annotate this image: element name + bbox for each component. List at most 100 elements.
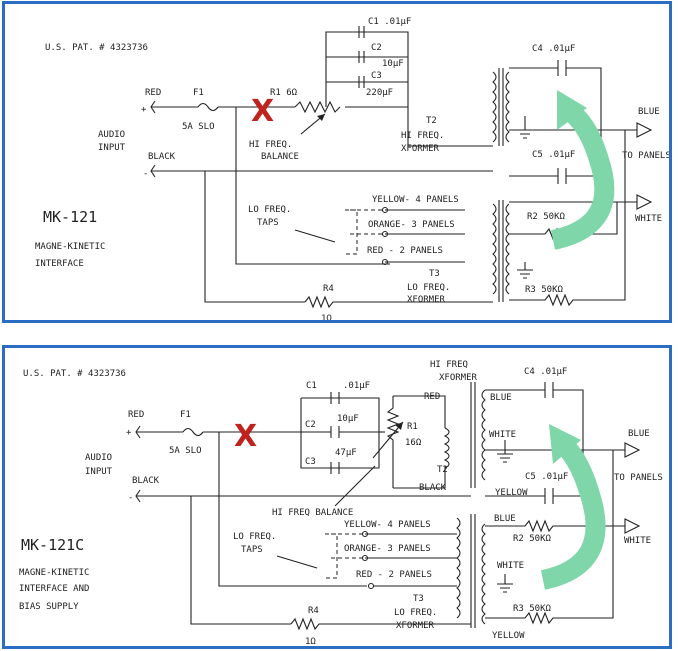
ground-icon bbox=[497, 440, 513, 463]
red-label: RED bbox=[128, 410, 144, 420]
audio-label-2: INPUT bbox=[98, 143, 126, 153]
t3-label-2: LO FREQ. bbox=[394, 608, 437, 618]
curved-arrow-icon bbox=[550, 104, 615, 250]
desc-line-1: MAGNE-KINETIC bbox=[19, 568, 89, 578]
black-input-terminal bbox=[150, 164, 167, 178]
taps-pointer bbox=[294, 229, 336, 243]
model-label: MK-121C bbox=[21, 536, 84, 554]
tap-lines bbox=[365, 533, 457, 587]
red-input-terminal bbox=[150, 100, 167, 114]
cap-c4 bbox=[557, 60, 567, 76]
c5-label: C5 .01µF bbox=[532, 150, 575, 160]
resistor-r4 bbox=[304, 295, 493, 309]
blue-label: BLUE bbox=[638, 107, 660, 117]
c4-label: C4 .01µF bbox=[532, 44, 575, 54]
black-label: BLACK bbox=[132, 476, 160, 486]
fuse-label: 5A SLO bbox=[169, 446, 202, 456]
red-input-terminal bbox=[135, 425, 152, 439]
c3-value: 47µF bbox=[335, 448, 357, 458]
t3-secondary-coil bbox=[481, 523, 486, 625]
black-label: BLACK bbox=[148, 152, 176, 162]
t2-primary-coil bbox=[492, 71, 497, 143]
orange-tap-label: ORANGE- 3 PANELS bbox=[344, 544, 431, 554]
hi-xformer-2: XFORMER bbox=[439, 373, 478, 383]
audio-label-1: AUDIO bbox=[85, 453, 112, 463]
t3-label-3: XFORMER bbox=[407, 295, 446, 305]
t3-secondary-coil bbox=[505, 203, 510, 295]
t2-label-3: XFORMER bbox=[401, 144, 440, 154]
t3-label-1: T3 bbox=[413, 594, 424, 604]
yellow-tap-label: YELLOW- 4 PANELS bbox=[344, 520, 431, 530]
t2-primary-coil bbox=[443, 427, 450, 469]
lo-taps-2: TAPS bbox=[241, 545, 263, 555]
white-terminal bbox=[624, 518, 641, 534]
hi-balance-1: HI FREQ. bbox=[249, 140, 292, 150]
resistor-r1 bbox=[386, 396, 400, 488]
c4-label: C4 .01µF bbox=[524, 367, 567, 377]
fuse-f1 bbox=[197, 102, 219, 112]
balance-arrow-head bbox=[395, 422, 403, 430]
ground-icon bbox=[517, 116, 533, 139]
c1-value: .01µF bbox=[343, 381, 370, 391]
r4-value: 1Ω bbox=[305, 637, 316, 647]
c2-value: 10µF bbox=[337, 414, 359, 424]
t2-core bbox=[470, 382, 476, 488]
r2-label: R2 50KΩ bbox=[513, 534, 552, 544]
blue-sec-label: BLUE bbox=[490, 393, 512, 403]
taps-pointer bbox=[276, 555, 318, 569]
audio-label-1: AUDIO bbox=[98, 130, 125, 140]
lo-taps-1: LO FREQ. bbox=[248, 205, 291, 215]
c4-wire bbox=[485, 389, 584, 450]
yellow-tap-label: YELLOW- 4 PANELS bbox=[372, 195, 459, 205]
orange-tap-node bbox=[381, 230, 389, 238]
yellow-lo-label: YELLOW bbox=[492, 631, 525, 641]
yellow-tap-node bbox=[361, 530, 369, 538]
orange-tap-node bbox=[361, 554, 369, 562]
c2-label: C2 bbox=[371, 43, 382, 53]
desc-line-2: INTERFACE bbox=[35, 259, 84, 269]
curved-arrow-icon bbox=[540, 438, 606, 590]
audio-label-2: INPUT bbox=[85, 467, 113, 477]
r1-value: 16Ω bbox=[405, 438, 422, 448]
c3-label: C3 bbox=[371, 71, 382, 81]
white-out-label: WHITE bbox=[624, 536, 651, 546]
t2-secondary-coil bbox=[481, 389, 486, 481]
resistor-r1 bbox=[294, 100, 341, 114]
t3-core bbox=[498, 200, 504, 302]
c2-label: C2 bbox=[305, 420, 316, 430]
t2-label-1: T2 bbox=[426, 116, 437, 126]
fuse-label: 5A SLO bbox=[182, 122, 215, 132]
balance-arrow-head bbox=[317, 114, 325, 121]
r3-label: R3 50KΩ bbox=[513, 604, 552, 614]
wire-to-t2 bbox=[407, 107, 493, 147]
schematic-panel-mk121c: U.S. PAT. # 4323736 MK-121C MAGNE-KINETI… bbox=[2, 345, 672, 649]
balance-pointer bbox=[334, 465, 376, 507]
to-panels-label: TO PANELS bbox=[622, 151, 671, 161]
white-sec-label: WHITE bbox=[489, 430, 516, 440]
c3-label: C3 bbox=[305, 457, 316, 467]
resistor-r2 bbox=[485, 519, 625, 533]
red-tap-label: RED - 2 PANELS bbox=[356, 570, 432, 580]
c1-label: C1 .01µF bbox=[368, 17, 411, 27]
t3-label-1: T3 bbox=[429, 269, 440, 279]
t2-core bbox=[498, 68, 504, 146]
r4-value: 1Ω bbox=[321, 314, 332, 323]
tap-dashed-lines bbox=[331, 533, 365, 559]
resistor-r3 bbox=[509, 130, 626, 307]
plus-label: + bbox=[141, 105, 147, 115]
lo-taps-1: LO FREQ. bbox=[233, 532, 276, 542]
resistor-r4 bbox=[290, 617, 471, 631]
c2-value: 10µF bbox=[382, 59, 404, 69]
wire-lo-feed bbox=[218, 432, 367, 587]
c3-value: 220µF bbox=[366, 88, 393, 98]
minus-label: - bbox=[143, 169, 148, 179]
f1-label: F1 bbox=[180, 410, 191, 420]
blue-terminal bbox=[624, 442, 641, 458]
r4-label: R4 bbox=[308, 606, 319, 616]
mk121-schematic: U.S. PAT. # 4323736 MK-121 MAGNE-KINETIC… bbox=[35, 17, 671, 323]
wire-black-r1 bbox=[393, 466, 446, 489]
r2-label: R2 50KΩ bbox=[527, 212, 566, 222]
hi-balance-2: BALANCE bbox=[261, 152, 299, 162]
cap-plates-c1-c3 bbox=[330, 392, 340, 474]
minus-label: - bbox=[128, 493, 133, 503]
